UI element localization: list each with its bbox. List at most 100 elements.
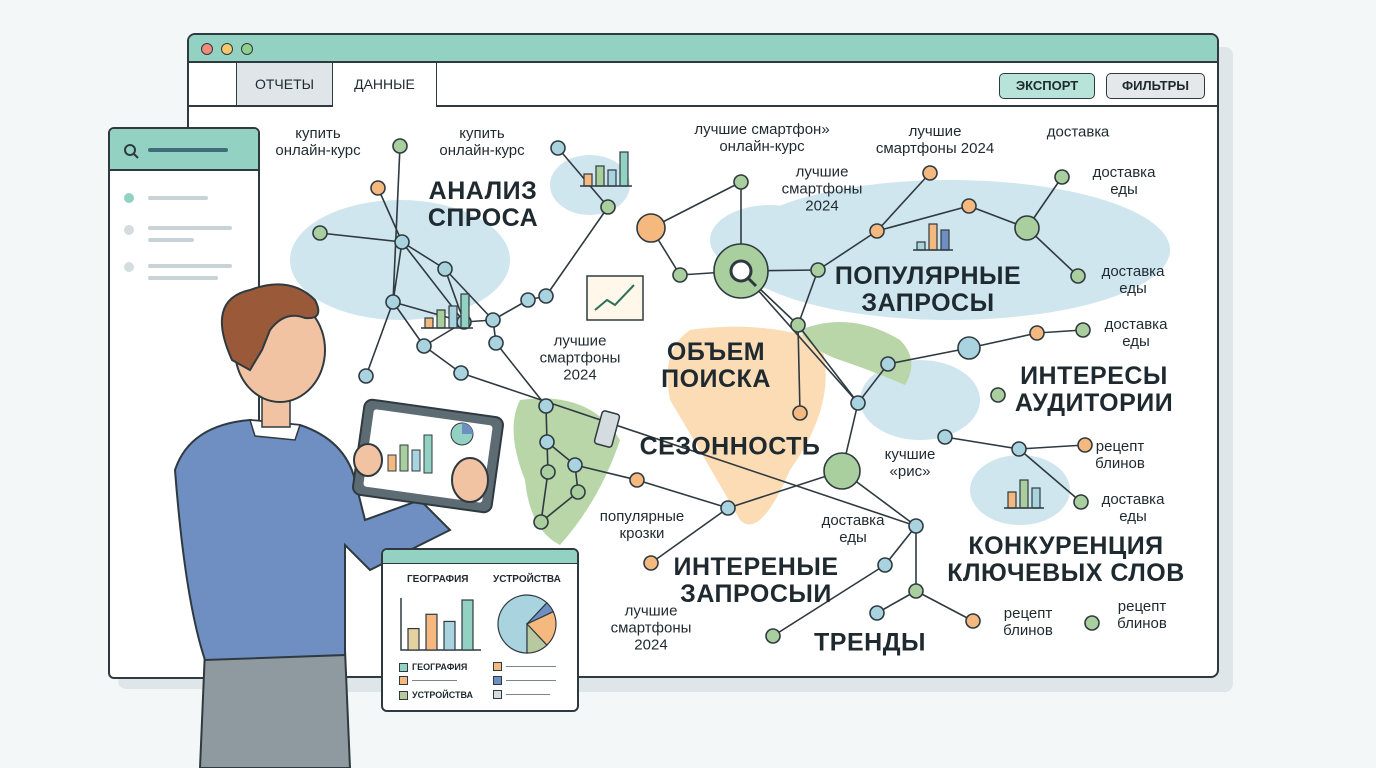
network-edge bbox=[650, 507, 729, 564]
network-node bbox=[1011, 441, 1027, 457]
list-dot bbox=[124, 193, 134, 203]
keyword-label[interactable]: лучшие смартфоны 2024 bbox=[539, 332, 621, 384]
keyword-label[interactable]: рецепт блинов bbox=[1117, 598, 1167, 632]
network-node bbox=[1014, 215, 1040, 241]
network-node bbox=[533, 514, 549, 530]
network-node bbox=[1073, 494, 1089, 510]
network-node bbox=[488, 335, 504, 351]
legend-item bbox=[493, 676, 556, 685]
keyword-label[interactable]: купить онлайн-курс bbox=[439, 125, 525, 159]
tab-data[interactable]: ДАННЫЕ bbox=[333, 63, 437, 107]
network-node bbox=[567, 457, 583, 473]
map-heading: ИНТЕРЕНЫЕ ЗАПРОСЫИ bbox=[673, 553, 839, 608]
network-edge bbox=[740, 270, 859, 404]
map-heading: ОБЪЕМ ПОИСКА bbox=[661, 338, 771, 393]
keyword-label[interactable]: рецепт блинов bbox=[1003, 605, 1053, 639]
trend-line bbox=[594, 284, 635, 311]
network-edge bbox=[636, 479, 729, 509]
network-edge bbox=[817, 230, 878, 271]
africa-shape bbox=[667, 326, 826, 525]
network-edge bbox=[365, 301, 394, 377]
network-node bbox=[392, 138, 408, 154]
keyword-label[interactable]: доставка еды bbox=[821, 512, 885, 546]
keyword-label[interactable]: рецепт блинов bbox=[1095, 438, 1145, 472]
network-node bbox=[416, 338, 432, 354]
network-edge bbox=[650, 181, 742, 229]
network-edge bbox=[540, 491, 579, 523]
export-button[interactable]: ЭКСПОРТ bbox=[999, 73, 1095, 99]
tab-reports[interactable]: ОТЧЕТЫ bbox=[236, 63, 333, 105]
filters-button[interactable]: ФИЛЬТРЫ bbox=[1106, 73, 1205, 99]
network-edge bbox=[545, 206, 609, 297]
network-node bbox=[908, 583, 924, 599]
list-item[interactable] bbox=[148, 226, 232, 230]
network-edge bbox=[887, 347, 970, 365]
minimize-dot[interactable] bbox=[221, 43, 233, 55]
network-node bbox=[539, 434, 555, 450]
legend-item bbox=[493, 662, 556, 671]
legend-item: УСТРОЙСТВА bbox=[399, 690, 473, 700]
network-edge bbox=[392, 301, 425, 347]
network-node bbox=[850, 395, 866, 411]
keyword-label[interactable]: доставка еды bbox=[1101, 263, 1165, 297]
list-dot bbox=[124, 262, 134, 272]
map-heading: ИНТЕРЕСЫ АУДИТОРИИ bbox=[1014, 362, 1174, 417]
card-bar bbox=[443, 620, 456, 651]
legend-item bbox=[399, 676, 457, 685]
map-heading: ТРЕНДЫ bbox=[814, 628, 926, 657]
card-bar bbox=[461, 599, 474, 651]
network-node bbox=[540, 464, 556, 480]
pie-slice bbox=[526, 622, 548, 654]
magnifier-handle bbox=[746, 276, 758, 288]
network-node bbox=[636, 213, 666, 243]
keyword-label[interactable]: популярные крозки bbox=[599, 508, 685, 542]
network-node bbox=[965, 613, 981, 629]
list-item[interactable] bbox=[148, 276, 218, 280]
network-node bbox=[880, 356, 896, 372]
network-node bbox=[538, 288, 554, 304]
legend-label: ГЕОГРАФИЯ bbox=[412, 662, 468, 672]
list-item[interactable] bbox=[148, 264, 232, 268]
network-node bbox=[961, 198, 977, 214]
keyword-label[interactable]: кучшие «рис» bbox=[884, 446, 936, 480]
list-dot bbox=[124, 225, 134, 235]
tab-bar: ОТЧЕТЫ ДАННЫЕ ЭКСПОРТ ФИЛЬТРЫ bbox=[189, 63, 1217, 107]
card-charts bbox=[400, 594, 557, 654]
analytics-card: ГЕОГРАФИЯ УСТРОЙСТВА ГЕОГРАФИЯ УСТРОЙСТВ… bbox=[381, 548, 579, 712]
map-heading: КОНКУРЕНЦИЯ КЛЮЧЕВЫХ СЛОВ bbox=[947, 532, 1185, 587]
keyword-label[interactable]: лучшие смартфон» онлайн-курс bbox=[694, 121, 830, 155]
network-node bbox=[765, 628, 781, 644]
network-node bbox=[629, 472, 645, 488]
network-node bbox=[520, 292, 536, 308]
network-edge bbox=[1018, 448, 1082, 503]
network-node bbox=[1029, 325, 1045, 341]
browser-window: ОТЧЕТЫ ДАННЫЕ ЭКСПОРТ ФИЛЬТРЫ bbox=[187, 33, 1219, 678]
keyword-label[interactable]: купить онлайн-курс bbox=[275, 125, 361, 159]
search-icon[interactable] bbox=[110, 129, 140, 171]
network-node bbox=[538, 398, 554, 414]
keyword-label[interactable]: доставка еды bbox=[1101, 491, 1165, 525]
keyword-label[interactable]: лучшие смартфоны 2024 bbox=[610, 602, 692, 654]
close-dot[interactable] bbox=[201, 43, 213, 55]
keyword-label[interactable]: доставка еды bbox=[1092, 164, 1156, 198]
network-edge bbox=[557, 147, 609, 208]
keyword-label[interactable]: доставкa bbox=[1046, 123, 1110, 141]
list-item[interactable] bbox=[148, 196, 208, 200]
pie-slice bbox=[497, 594, 548, 654]
network-edge bbox=[797, 269, 819, 326]
phone-icon bbox=[593, 410, 621, 448]
keyword-label[interactable]: доставка еды bbox=[1104, 316, 1168, 350]
network-node bbox=[792, 405, 808, 421]
network-node bbox=[1054, 169, 1070, 185]
keyword-label[interactable]: лучшие смартфоны 2024 bbox=[781, 163, 863, 215]
maximize-dot[interactable] bbox=[241, 43, 253, 55]
network-edge bbox=[540, 471, 549, 523]
list-item[interactable] bbox=[148, 238, 194, 242]
card-bar bbox=[407, 627, 420, 651]
search-bar[interactable] bbox=[148, 148, 228, 152]
map-heading: СЕЗОННОСТЬ bbox=[639, 432, 821, 461]
continent-shape bbox=[860, 360, 980, 440]
keyword-label[interactable]: лучшие смартфоны 2024 bbox=[875, 123, 995, 157]
